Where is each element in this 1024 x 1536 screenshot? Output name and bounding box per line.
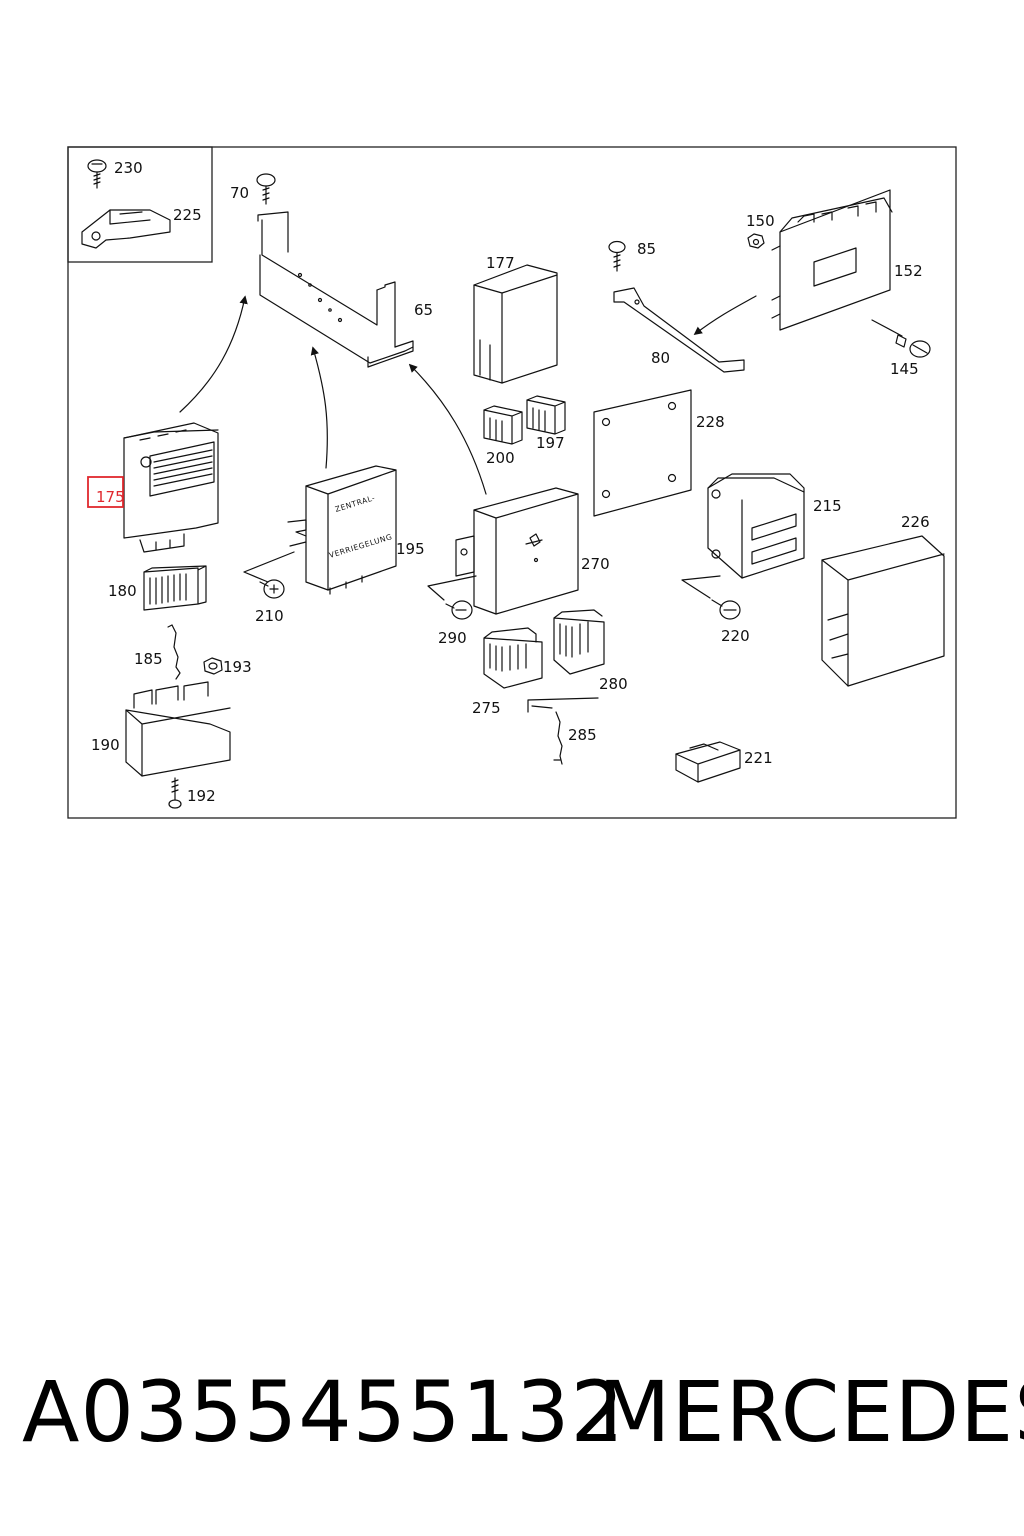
label-220: 220 (721, 627, 750, 645)
leader-275-280 (527, 697, 599, 713)
control-unit-152 (771, 189, 893, 331)
screw-220 (681, 575, 741, 620)
arrow-270-to-bracket (408, 363, 487, 495)
diagram-frame (67, 146, 957, 819)
screw-70 (256, 173, 276, 205)
screw-230 (87, 159, 107, 189)
arrow-152-to-bracket80 (693, 295, 757, 336)
label-65: 65 (414, 301, 433, 319)
cover-226 (821, 535, 945, 687)
connector-200 (483, 405, 523, 445)
label-175: 175 (96, 488, 125, 506)
highlight-box-175 (87, 476, 124, 508)
terminal-285 (531, 705, 563, 765)
label-150: 150 (746, 212, 775, 230)
connector-280 (553, 609, 605, 675)
relay-177 (473, 264, 558, 384)
nut-150 (747, 233, 765, 249)
impact-sensor-225 (81, 209, 171, 249)
label-225: 225 (173, 206, 202, 224)
screw-85 (608, 240, 626, 272)
terminal-185 (167, 624, 181, 680)
connector-275 (483, 627, 543, 689)
connector-180 (143, 565, 207, 611)
label-285: 285 (568, 726, 597, 744)
label-177: 177 (486, 254, 515, 272)
gasket-plate-228 (593, 389, 692, 517)
module-195-text-line1: ZENTRAL- (334, 493, 376, 514)
arrow-195-to-bracket (310, 346, 328, 469)
bolt-145 (871, 319, 931, 358)
brand-caption: MERCEDES (598, 1363, 1024, 1461)
connector-197 (526, 395, 566, 435)
sensor-221 (675, 741, 741, 783)
label-193: 193 (223, 658, 252, 676)
label-290: 290 (438, 629, 467, 647)
label-80: 80 (651, 349, 670, 367)
screw-290 (427, 575, 477, 620)
label-200: 200 (486, 449, 515, 467)
label-226: 226 (901, 513, 930, 531)
central-locking-module-195 (287, 465, 397, 595)
part-labels: 230 225 70 65 177 85 150 152 80 145 200 … (91, 159, 930, 805)
module-195-text-line2: VERRIEGELUNG (328, 532, 393, 560)
label-195: 195 (396, 540, 425, 558)
label-152: 152 (894, 262, 923, 280)
label-275: 275 (472, 699, 501, 717)
arrow-175-to-bracket (179, 295, 248, 413)
screw-210 (243, 551, 295, 599)
label-215: 215 (813, 497, 842, 515)
label-270: 270 (581, 555, 610, 573)
label-192: 192 (187, 787, 216, 805)
mounting-bracket-65 (257, 211, 414, 368)
inset-frame (67, 146, 213, 263)
label-221: 221 (744, 749, 773, 767)
label-230: 230 (114, 159, 143, 177)
label-145: 145 (890, 360, 919, 378)
control-module-270 (455, 487, 579, 615)
support-bracket-80 (613, 287, 745, 373)
fuse-holder-190 (125, 681, 231, 777)
label-228: 228 (696, 413, 725, 431)
airbag-control-215 (707, 473, 805, 579)
label-280: 280 (599, 675, 628, 693)
label-70: 70 (230, 184, 249, 202)
label-190: 190 (91, 736, 120, 754)
label-185: 185 (134, 650, 163, 668)
part-number-caption: A0355455132 (22, 1363, 625, 1461)
module-175 (123, 422, 219, 553)
label-210: 210 (255, 607, 284, 625)
nut-193 (203, 657, 223, 675)
label-180: 180 (108, 582, 137, 600)
screw-192 (168, 777, 182, 809)
label-85: 85 (637, 240, 656, 258)
label-197: 197 (536, 434, 565, 452)
